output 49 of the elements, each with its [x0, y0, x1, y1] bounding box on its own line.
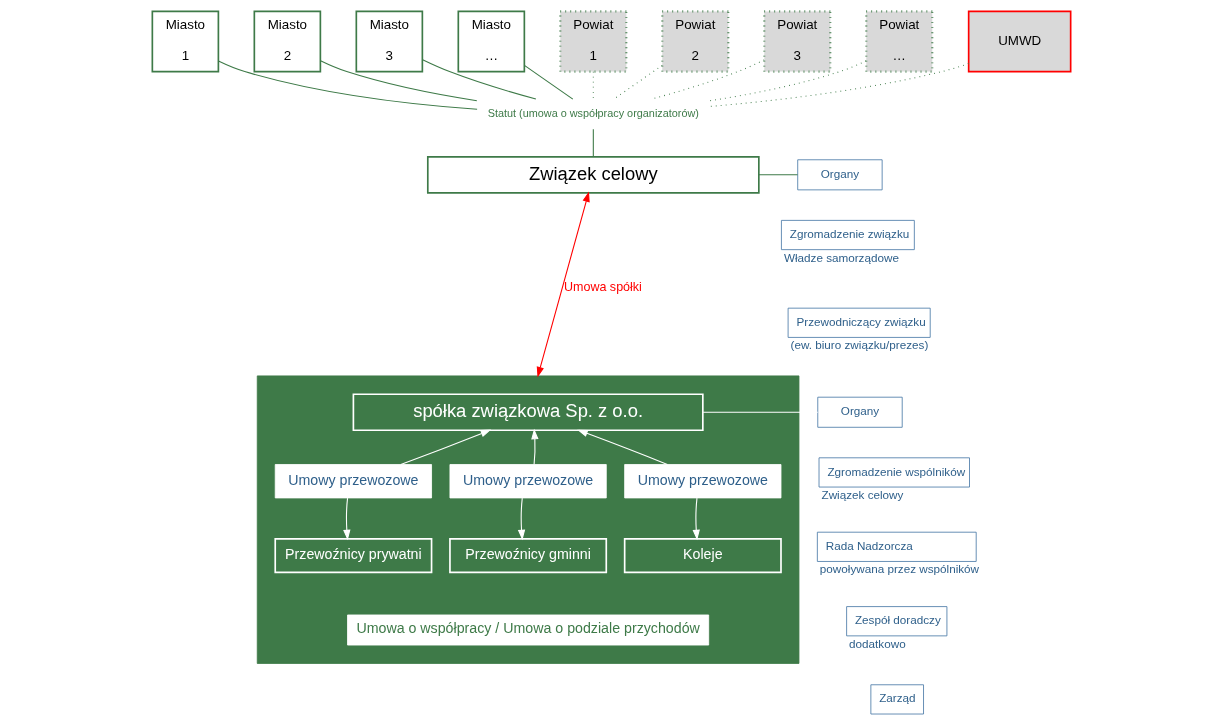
node-label: dodatkowo — [849, 636, 906, 650]
node-box: Miasto 3 — [355, 10, 424, 73]
node-box: Przewodniczący związku — [787, 307, 931, 338]
node-label: Związek celowy — [821, 487, 904, 501]
connector — [523, 64, 574, 100]
connector — [320, 60, 478, 102]
arrow — [343, 497, 351, 541]
connector — [422, 59, 537, 100]
node-box: spółka związkowa Sp. z o.o. — [352, 393, 704, 432]
node-box: Powiat 3 — [763, 10, 832, 73]
node-box: Umowy przewozowe — [274, 464, 432, 499]
node-box: Zarząd — [870, 684, 924, 715]
node-box: Umowa o współpracy / Umowa o podziale przychodów — [347, 614, 710, 646]
node-box: Umowy przewozowe — [449, 464, 607, 499]
node-box: Zgromadzenie związku — [781, 219, 915, 251]
arrow — [536, 191, 590, 378]
node-box: Rada Nadzorcza — [816, 531, 977, 562]
node-box: Umowy przewozowe — [624, 464, 782, 499]
node-box: Związek celowy — [426, 156, 760, 194]
arrow — [531, 428, 539, 466]
arrow — [400, 429, 492, 465]
node-box: UMWD — [967, 10, 1072, 73]
node-box: Przewoźnicy prywatni — [274, 538, 433, 574]
node-box: Organy — [817, 396, 903, 428]
node-box: Koleje — [623, 538, 782, 574]
node-box: Zespół doradczy — [846, 606, 948, 637]
arrow — [692, 497, 700, 541]
node-box: Miasto … — [457, 10, 526, 73]
node-label: powoływana przez wspólników — [819, 562, 980, 576]
node-label: Władze samorządowe — [783, 250, 899, 264]
connector — [758, 174, 799, 176]
connector — [592, 71, 594, 100]
node-box: Powiat 1 — [559, 10, 628, 73]
node-box: Miasto 2 — [253, 10, 322, 73]
node-box: Miasto 1 — [151, 10, 220, 73]
edge-label: Umowa spółki — [563, 279, 642, 294]
node-label: (ew. biuro związku/prezes) — [790, 338, 929, 352]
node-box: Powiat 2 — [661, 10, 730, 73]
connector — [217, 60, 478, 110]
node-box: Zgromadzenie wspólników — [818, 457, 970, 488]
arrow — [517, 497, 526, 541]
node-box: Powiat … — [865, 10, 934, 73]
cluster — [256, 375, 800, 664]
connector — [592, 128, 594, 158]
node-text: Statut (umowa o współpracy organizatorów) — [487, 107, 699, 120]
connector — [702, 411, 819, 413]
node-box: Organy — [797, 159, 883, 191]
node-box: Przewoźnicy gminni — [449, 538, 608, 574]
arrow — [577, 429, 668, 465]
